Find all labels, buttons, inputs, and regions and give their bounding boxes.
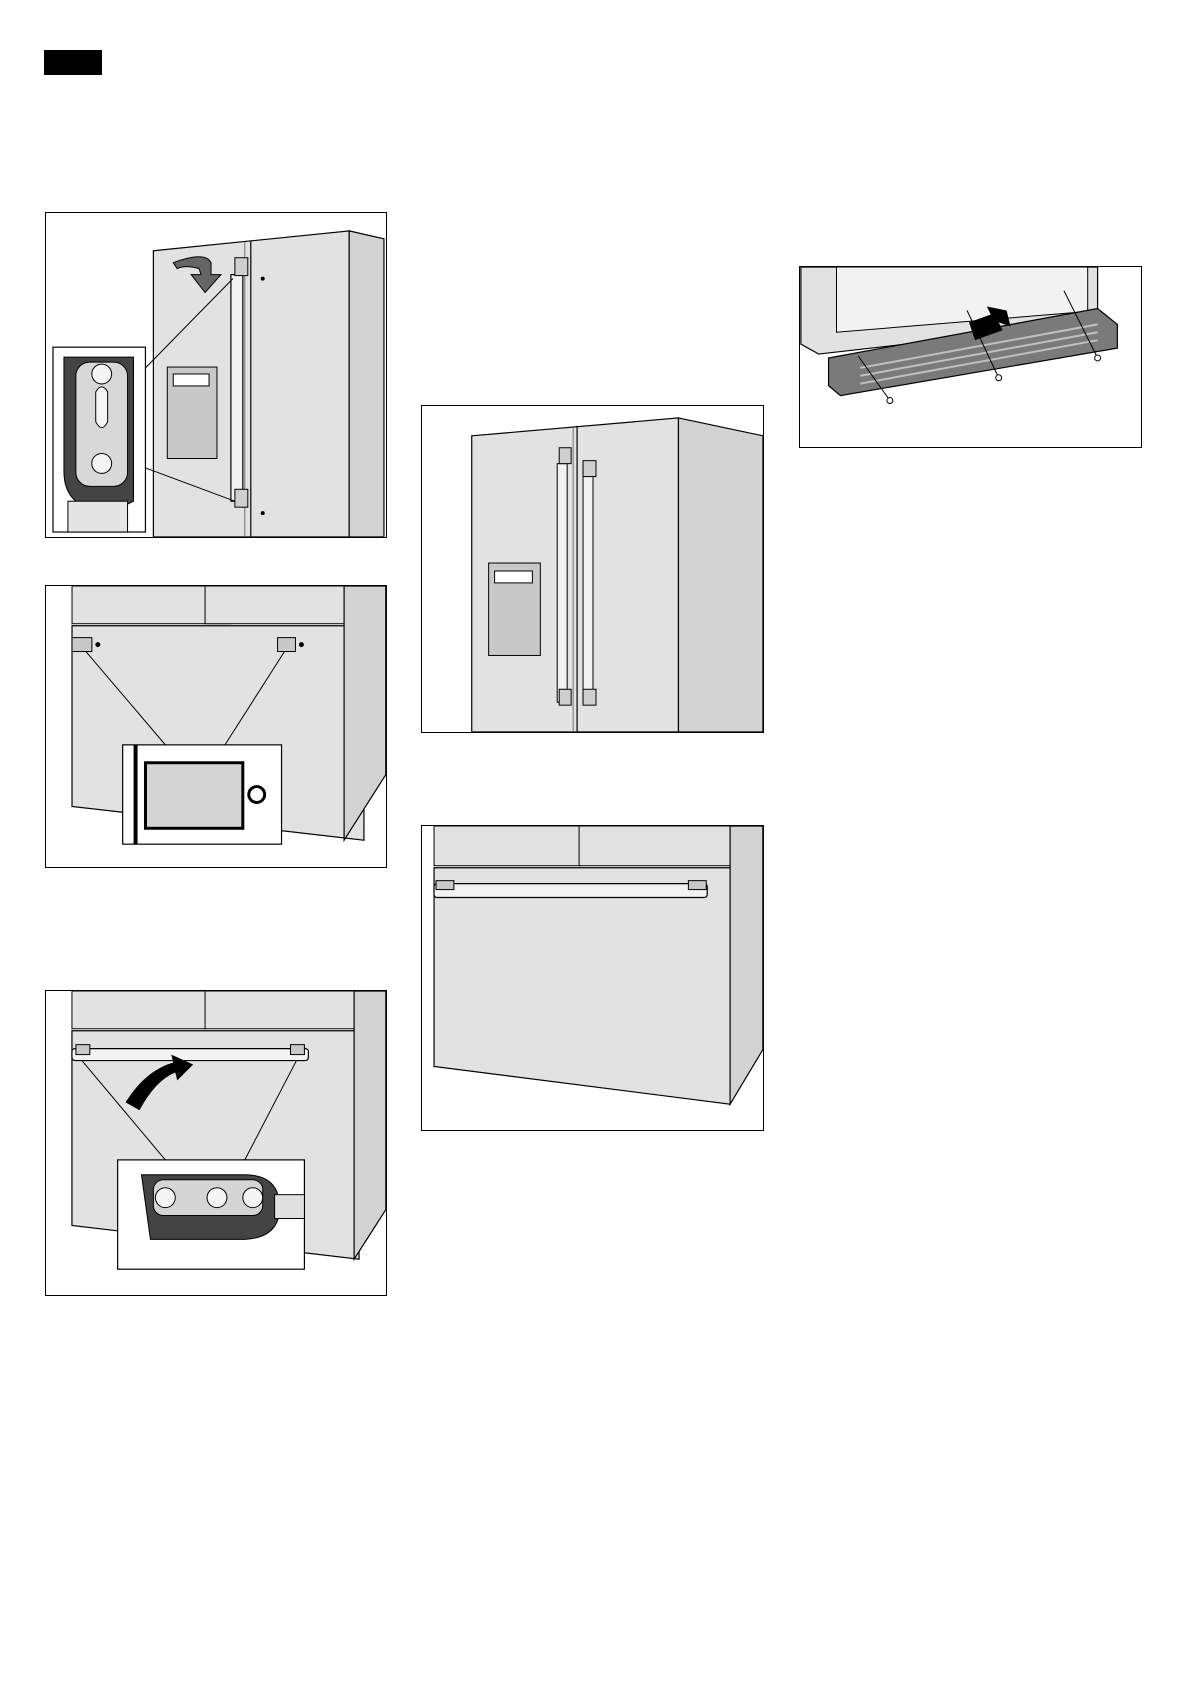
figure-drawer-handle-brackets	[45, 585, 387, 868]
page-section-marker	[44, 50, 102, 75]
figure-door-handle-mounting	[45, 212, 387, 538]
figure-drawer-handle-attach	[45, 990, 387, 1296]
freezer-drawer-illustration	[422, 826, 763, 1130]
base-grille-illustration	[800, 267, 1141, 447]
door-handle-mounting-illustration	[46, 213, 386, 537]
drawer-handle-attach-illustration	[46, 991, 386, 1295]
refrigerator-doors-illustration	[422, 406, 763, 732]
figure-freezer-drawer	[421, 825, 764, 1131]
figure-refrigerator-doors	[421, 405, 764, 733]
figure-base-grille	[799, 266, 1142, 448]
drawer-handle-brackets-illustration	[46, 586, 386, 867]
